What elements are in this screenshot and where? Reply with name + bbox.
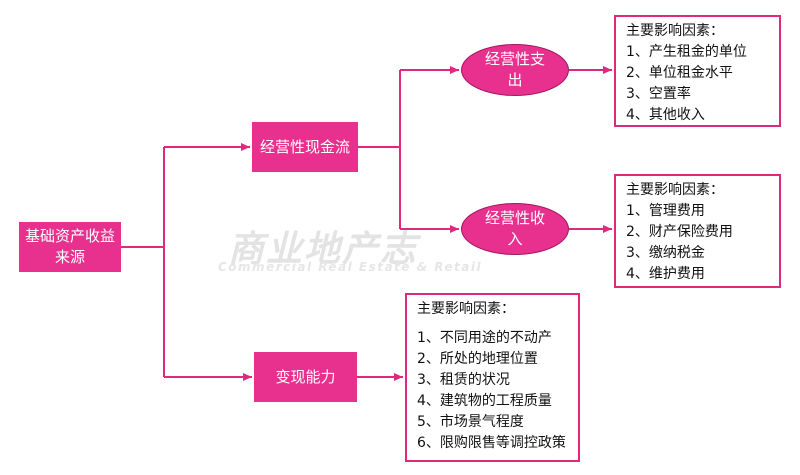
expense-factor-item: 3、空置率: [626, 86, 691, 102]
income-node: 经营性收 入: [461, 203, 569, 255]
income-label-line2: 入: [507, 230, 523, 248]
root-node: 基础资产收益 来源: [19, 222, 121, 272]
income-factor-item: 3、缴纳税金: [626, 245, 705, 261]
liquidity-label: 变现能力: [275, 367, 336, 386]
liquidity-factor-item: 6、限购限售等调控政策: [417, 435, 566, 451]
expense-label-line1: 经营性支: [484, 50, 545, 68]
expense-factor-item: 1、产生租金的单位: [626, 44, 747, 60]
liquidity-factor-item: 4、建筑物的工程质量: [417, 393, 552, 409]
expense-factors-box: 主要影响因素： 1、产生租金的单位 2、单位租金水平 3、空置率 4、其他收入: [614, 15, 781, 127]
operating-cashflow-node: 经营性现金流: [252, 122, 358, 172]
liquidity-node: 变现能力: [254, 352, 357, 402]
liquidity-factor-item: 5、市场景气程度: [417, 414, 524, 430]
root-node-line2: 来源: [54, 248, 85, 266]
watermark-chinese: 商业地产志: [228, 229, 419, 270]
operating-cashflow-label: 经营性现金流: [259, 137, 350, 156]
income-factor-item: 2、财产保险费用: [626, 224, 733, 240]
liquidity-factor-item: 2、所处的地理位置: [417, 351, 538, 367]
expense-node: 经营性支 出: [461, 44, 569, 96]
expense-factors-title: 主要影响因素：: [626, 23, 724, 39]
expense-factor-item: 2、单位租金水平: [626, 65, 733, 81]
liquidity-factors-box: 主要影响因素： 1、不同用途的不动产 2、所处的地理位置 3、租赁的状况 4、建…: [405, 293, 580, 462]
liquidity-factor-item: 3、租赁的状况: [417, 372, 510, 388]
liquidity-factors-title: 主要影响因素：: [417, 301, 515, 317]
watermark-english: Commercial Real Estate & Retail: [218, 260, 483, 274]
income-label-line1: 经营性收: [484, 209, 545, 227]
income-factors-title: 主要影响因素：: [626, 182, 724, 198]
income-factor-item: 1、管理费用: [626, 203, 705, 219]
income-factor-item: 4、维护费用: [626, 266, 705, 282]
root-node-line1: 基础资产收益: [24, 227, 115, 245]
income-factors-box: 主要影响因素： 1、管理费用 2、财产保险费用 3、缴纳税金 4、维护费用: [614, 174, 781, 288]
expense-label-line2: 出: [507, 71, 523, 89]
expense-factor-item: 4、其他收入: [626, 107, 705, 123]
liquidity-factor-item: 1、不同用途的不动产: [417, 330, 552, 346]
